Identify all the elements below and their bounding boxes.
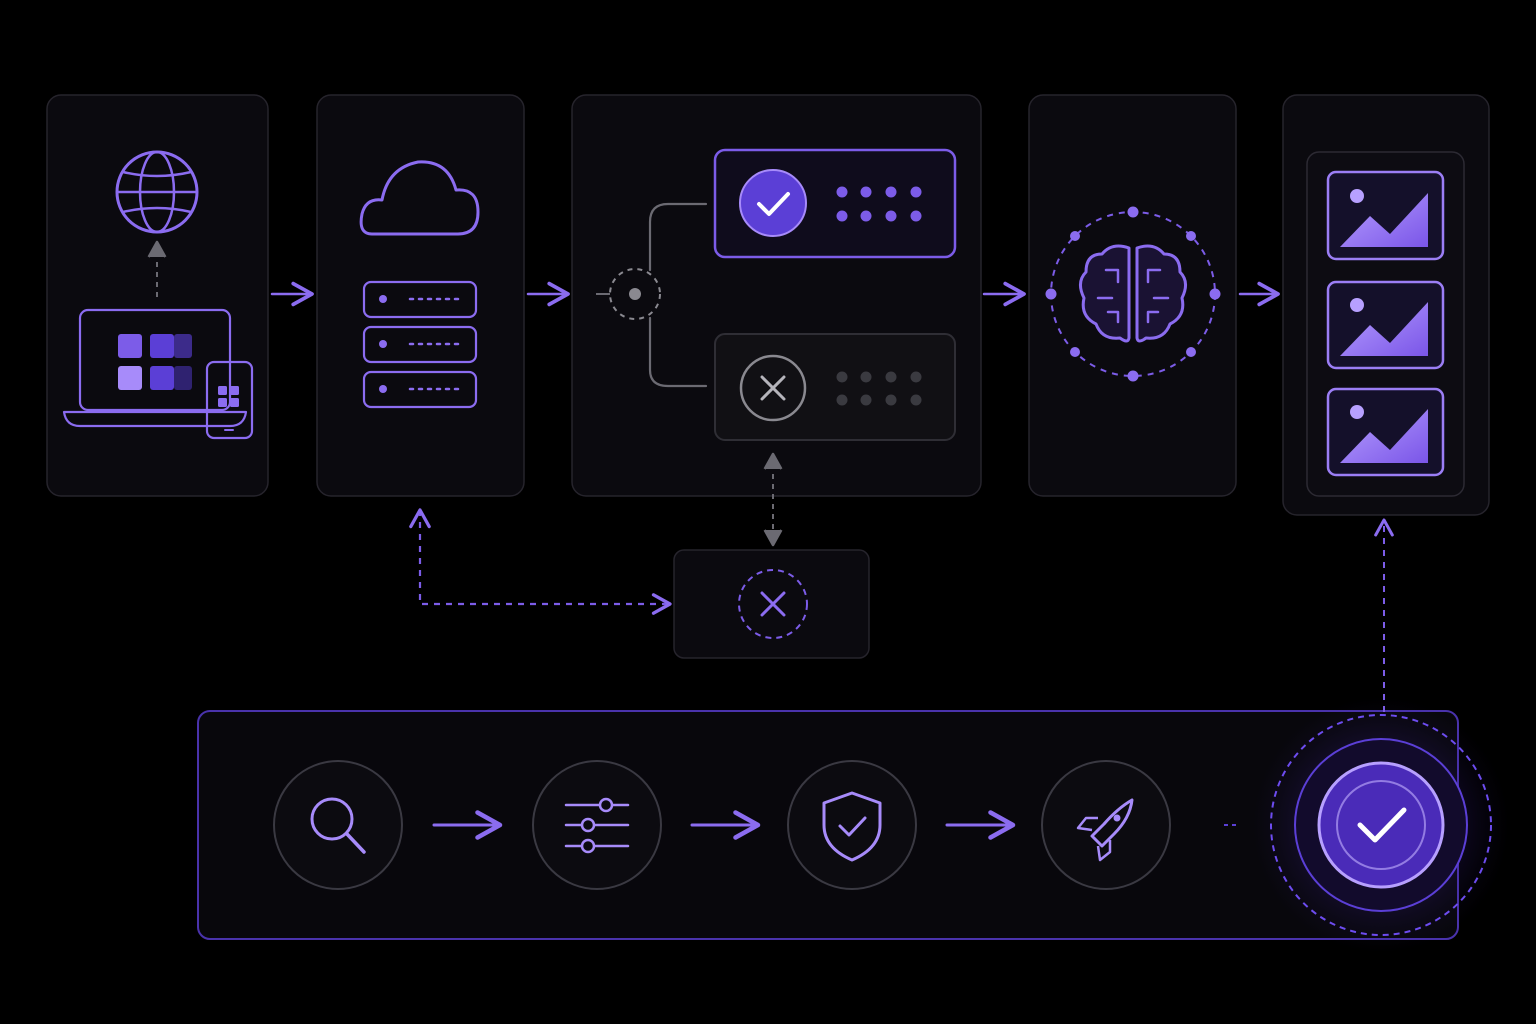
pipeline-step-secure[interactable] <box>787 760 917 890</box>
rejected-card <box>714 333 956 441</box>
globe-icon <box>115 150 199 234</box>
source-panel <box>46 94 269 497</box>
rejected-dots <box>836 371 922 406</box>
laptop-icon <box>62 308 248 428</box>
cloud-icon <box>359 160 480 236</box>
rejected-x-icon <box>739 354 807 422</box>
approved-check-icon <box>739 169 807 237</box>
decision-panel <box>571 94 982 497</box>
pipeline-bar <box>197 697 1509 953</box>
rocket-icon <box>1076 798 1134 862</box>
sliders-icon <box>564 797 630 854</box>
orbit-nodes <box>1045 206 1221 382</box>
pipeline-step-configure[interactable] <box>532 760 662 890</box>
image-icon <box>1326 170 1445 261</box>
shield-check-icon <box>822 791 882 862</box>
tablet-icon <box>205 360 254 440</box>
approved-card <box>713 148 957 259</box>
router-node <box>596 202 708 388</box>
pipeline-step-search[interactable] <box>273 760 403 890</box>
image-icon <box>1326 387 1445 477</box>
server-icon <box>362 280 478 409</box>
search-icon <box>310 797 366 854</box>
storage-panel <box>316 94 525 497</box>
retry-node <box>673 549 870 659</box>
image-icon <box>1326 280 1445 370</box>
approved-dots <box>836 186 922 222</box>
brain-icon <box>1079 244 1187 343</box>
pipeline-step-deploy[interactable] <box>1041 760 1171 890</box>
pipeline-step-complete[interactable] <box>1253 697 1509 953</box>
retry-storage-connector <box>409 508 672 615</box>
processing-panel <box>1028 94 1237 497</box>
success-check-icon <box>1357 807 1407 843</box>
output-panel <box>1282 94 1490 516</box>
